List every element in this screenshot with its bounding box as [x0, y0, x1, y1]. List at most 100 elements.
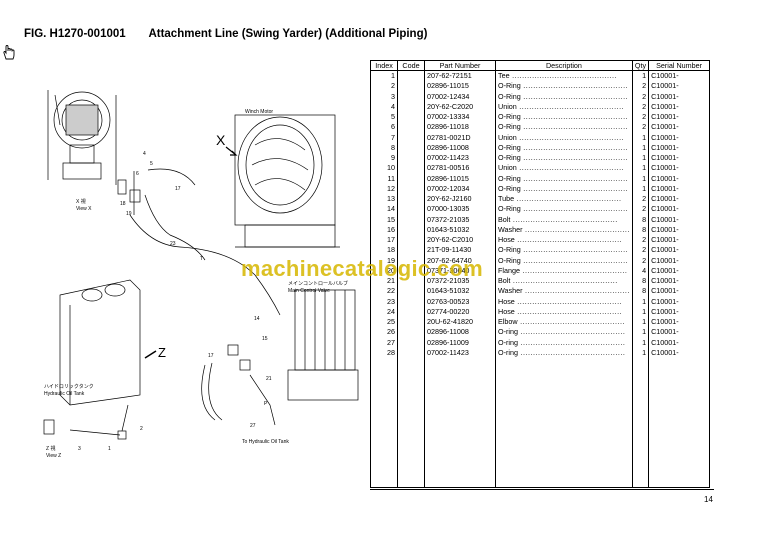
cell-index: 28 [370, 347, 398, 358]
cell-part-number: 207-62-72151 [424, 70, 496, 82]
cell-description: Tee ....................................… [495, 70, 633, 82]
cell-code [397, 194, 425, 205]
cell-part-number: 02781-00516 [424, 163, 496, 174]
cell-description: O-Ring .................................… [495, 204, 633, 215]
fitting-chain [117, 168, 281, 316]
cell-code [397, 163, 425, 174]
cell-description: O-Ring .................................… [495, 173, 633, 184]
cell-index: 11 [370, 173, 398, 184]
cell-code [397, 183, 425, 194]
cell-qty: 8 [631, 214, 650, 225]
cell-index: 9 [370, 153, 398, 164]
leader-dots: ........................................… [516, 132, 625, 142]
leader-dots: ........................................… [522, 224, 630, 234]
cell-index: 5 [370, 112, 398, 123]
cell-description: Hose ...................................… [495, 235, 633, 246]
cell-qty: 2 [631, 112, 650, 123]
cell-index: 4 [370, 101, 398, 112]
filler-cell [495, 358, 633, 488]
cell-serial: C10001- [648, 255, 711, 266]
leader-dots: ........................................… [516, 101, 625, 111]
cell-index: 26 [370, 327, 398, 338]
cell-description: Union ..................................… [495, 101, 633, 112]
cell-part-number: 02896-11015 [424, 173, 496, 184]
cell-description: Hose ...................................… [495, 306, 633, 317]
cell-qty: 2 [631, 81, 650, 92]
cell-qty: 1 [631, 142, 650, 153]
cell-qty: 8 [631, 276, 650, 287]
cell-part-number: 07372-21035 [424, 276, 496, 287]
cell-code [397, 91, 425, 102]
winch-drum [234, 114, 340, 248]
cell-description: Union ..................................… [495, 132, 633, 143]
leader-dots: ........................................… [520, 81, 629, 91]
cell-serial: C10001- [648, 337, 711, 348]
cell-description: O-Ring .................................… [495, 122, 633, 133]
cell-description: O-Ring .................................… [495, 183, 633, 194]
x-arrow-icon [225, 146, 238, 156]
callout-15: 15 [262, 336, 268, 342]
figure-name: Attachment Line (Swing Yarder) (Addition… [148, 28, 428, 40]
filler-cell [370, 358, 398, 488]
callout-2: 2 [140, 426, 143, 432]
main-control-valve [287, 289, 359, 401]
callout-23: 23 [170, 241, 176, 247]
header-code: Code [397, 60, 425, 71]
callout-21: 21 [266, 376, 272, 382]
cell-serial: C10001- [648, 204, 711, 215]
view-z-jp-label: Z 視 [46, 445, 55, 452]
leader-dots: ........................................… [520, 142, 629, 152]
cell-index: 14 [370, 204, 398, 215]
cell-index: 1 [370, 70, 398, 82]
cell-index: 3 [370, 91, 398, 102]
cell-part-number: 20U-62-41820 [424, 317, 496, 328]
cell-code [397, 142, 425, 153]
watermark: machinecatalogic.com [241, 256, 483, 281]
cell-part-number: 02896-11008 [424, 327, 496, 338]
cell-part-number: 20Y-62-C2020 [424, 101, 496, 112]
z-marker: Z [158, 345, 166, 360]
cell-index: 12 [370, 183, 398, 194]
cell-part-number: 02774-00220 [424, 306, 496, 317]
cell-description: O-Ring .................................… [495, 245, 633, 256]
cell-qty: 2 [631, 194, 650, 205]
cell-serial: C10001- [648, 142, 711, 153]
cell-code [397, 173, 425, 184]
cell-serial: C10001- [648, 81, 711, 92]
view-x-jp-label: X 視 [76, 198, 86, 205]
cell-index: 27 [370, 337, 398, 348]
cell-description: O-Ring .................................… [495, 112, 633, 123]
cell-index: 24 [370, 306, 398, 317]
cell-code [397, 70, 425, 82]
cell-part-number: 02896-11015 [424, 81, 496, 92]
to-tank-label: To Hydraulic Oil Tank [242, 439, 289, 445]
cell-code [397, 101, 425, 112]
cell-description: O-Ring .................................… [495, 81, 633, 92]
leader-dots: ........................................… [520, 204, 629, 214]
cell-qty: 2 [631, 235, 650, 246]
cell-index: 16 [370, 224, 398, 235]
header-qty: Qty [631, 60, 650, 71]
leader-dots: ........................................… [514, 306, 623, 316]
leader-dots: ........................................… [517, 327, 626, 337]
filler-cell [424, 358, 496, 488]
cell-code [397, 347, 425, 358]
cell-serial: C10001- [648, 317, 711, 328]
cell-part-number: 02763-00523 [424, 296, 496, 307]
cell-part-number: 20Y-62-J2160 [424, 194, 496, 205]
cell-serial: C10001- [648, 327, 711, 338]
filler-cell [648, 358, 711, 488]
cell-code [397, 153, 425, 164]
view-z-assembly [43, 404, 129, 440]
figure-code: FIG. H1270-001001 [24, 28, 126, 40]
z-arrow-icon [144, 350, 157, 359]
leader-dots: ........................................… [510, 214, 618, 224]
cell-description: Washer .................................… [495, 286, 633, 297]
cell-index: 7 [370, 132, 398, 143]
